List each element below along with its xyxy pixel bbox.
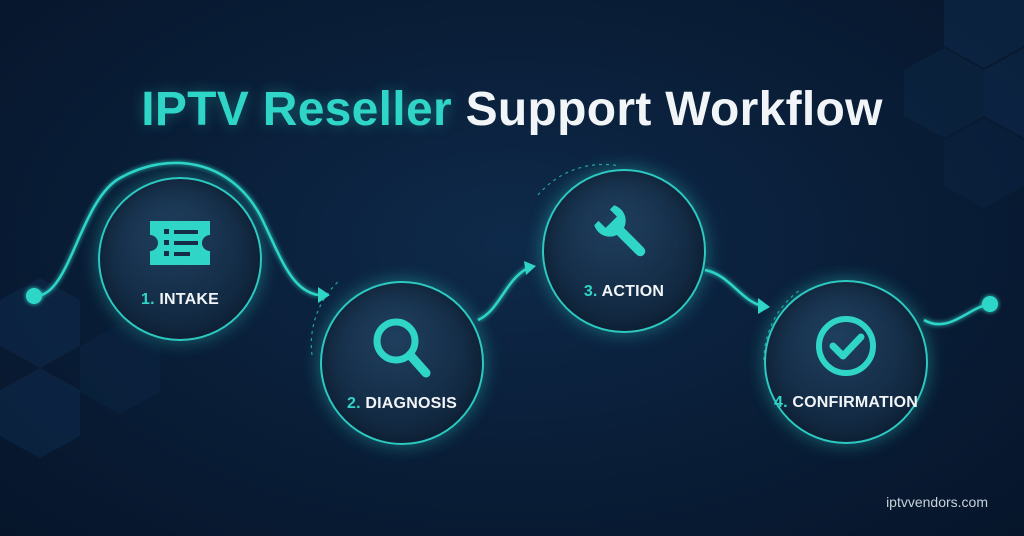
step-action: 3. ACTION (542, 169, 706, 333)
checkmark-circle-icon (816, 316, 876, 376)
title-main: Support Workflow (465, 83, 883, 137)
title-accent: IPTV Reseller (141, 83, 452, 137)
step-diagnosis: 2. DIAGNOSIS (320, 281, 484, 445)
step-label: 3. ACTION (583, 283, 665, 300)
magnifier-icon (373, 318, 431, 378)
page-title: IPTV Reseller Support Workflow (0, 82, 1024, 137)
step-confirmation: 4. CONFIRMATION (764, 280, 928, 444)
step-label: 4. CONFIRMATION (773, 394, 919, 411)
ticket-icon (150, 221, 210, 265)
end-dot (982, 296, 998, 312)
step-label: 2. DIAGNOSIS (347, 395, 457, 412)
step-label: 1. INTAKE (141, 291, 219, 308)
wrench-icon (594, 205, 646, 257)
start-dot (26, 288, 42, 304)
step-intake: 1. INTAKE (98, 177, 262, 341)
footer-domain: iptvvendors.com (886, 494, 988, 510)
